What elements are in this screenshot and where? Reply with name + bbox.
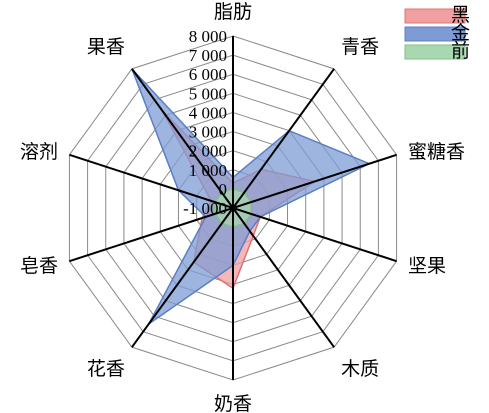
axis-spoke bbox=[232, 207, 335, 348]
category-label: 奶香 bbox=[214, 393, 252, 413]
tick-label: 3 000 bbox=[189, 123, 227, 142]
legend-swatch-3 bbox=[404, 44, 466, 60]
tick-label: 4 000 bbox=[189, 103, 227, 122]
axis-spoke bbox=[232, 68, 335, 209]
tick-label: 6 000 bbox=[189, 65, 227, 84]
tick-label: 7 000 bbox=[189, 46, 227, 65]
axis-spoke bbox=[69, 207, 234, 263]
category-label: 坚果 bbox=[408, 255, 446, 277]
axis-spoke bbox=[232, 153, 397, 209]
legend-label-1: 黑 bbox=[451, 4, 470, 26]
category-label: 青香 bbox=[341, 36, 379, 58]
axis-spoke bbox=[69, 153, 234, 209]
tick-label: 0 bbox=[219, 180, 228, 199]
axis-spoke bbox=[131, 68, 234, 209]
legend-swatch-1 bbox=[404, 8, 466, 24]
tick-label: -1 000 bbox=[183, 199, 227, 218]
category-label: 脂肪 bbox=[214, 1, 252, 23]
category-label: 果香 bbox=[87, 36, 125, 58]
category-label: 溶剂 bbox=[20, 141, 58, 163]
axis-spoke bbox=[232, 207, 397, 263]
tick-label: 5 000 bbox=[189, 84, 227, 103]
legend-label-2: 金 bbox=[451, 22, 470, 44]
category-label: 木质 bbox=[341, 358, 379, 380]
category-label: 皂香 bbox=[20, 255, 58, 277]
category-label: 花香 bbox=[87, 358, 125, 380]
tick-label: 1 000 bbox=[189, 161, 227, 180]
tick-label: 8 000 bbox=[189, 27, 227, 46]
legend-swatch-2 bbox=[404, 26, 466, 42]
legend-label-3: 前 bbox=[451, 40, 470, 62]
tick-label: 2 000 bbox=[189, 142, 227, 161]
axis-spoke bbox=[131, 207, 234, 348]
category-label: 蜜糖香 bbox=[408, 141, 465, 163]
